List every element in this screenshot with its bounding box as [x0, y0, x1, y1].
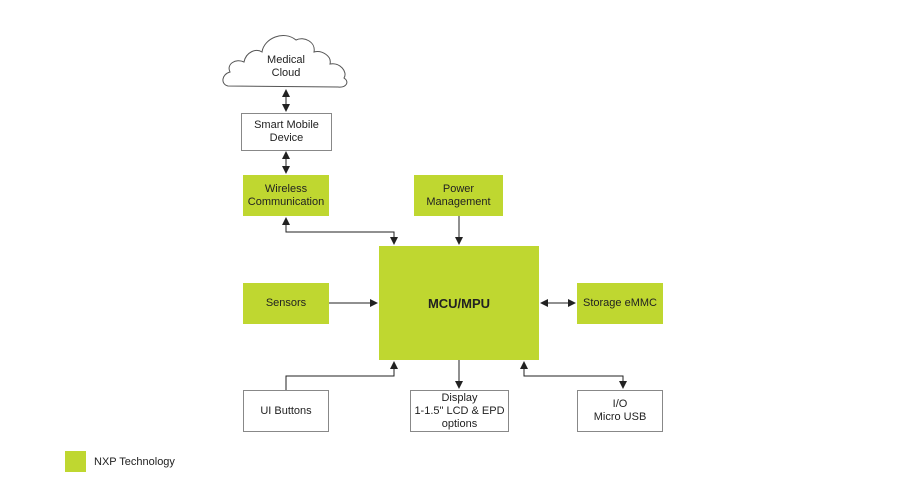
- legend-label: NXP Technology: [94, 456, 175, 468]
- edge-ui-buttons-mcu: [285, 361, 398, 390]
- node-storage-emmc: Storage eMMC: [577, 283, 663, 324]
- node-mcu-mpu: MCU/MPU: [379, 246, 539, 360]
- node-display: Display 1-1.5" LCD & EPD options: [410, 390, 509, 432]
- edge-wireless-mcu: [282, 217, 398, 245]
- node-ui-buttons: UI Buttons: [243, 390, 329, 432]
- node-wireless-communication: Wireless Communication: [243, 175, 329, 216]
- node-sensors: Sensors: [243, 283, 329, 324]
- edge-mcu-io: [520, 361, 627, 389]
- node-io-micro-usb: I/O Micro USB: [577, 390, 663, 432]
- cloud-shape: [222, 35, 348, 88]
- legend-swatch: [65, 451, 86, 472]
- node-power-management: Power Management: [414, 175, 503, 216]
- node-smart-mobile-device: Smart Mobile Device: [241, 113, 332, 151]
- node-medical-cloud: Medical Cloud: [267, 54, 305, 79]
